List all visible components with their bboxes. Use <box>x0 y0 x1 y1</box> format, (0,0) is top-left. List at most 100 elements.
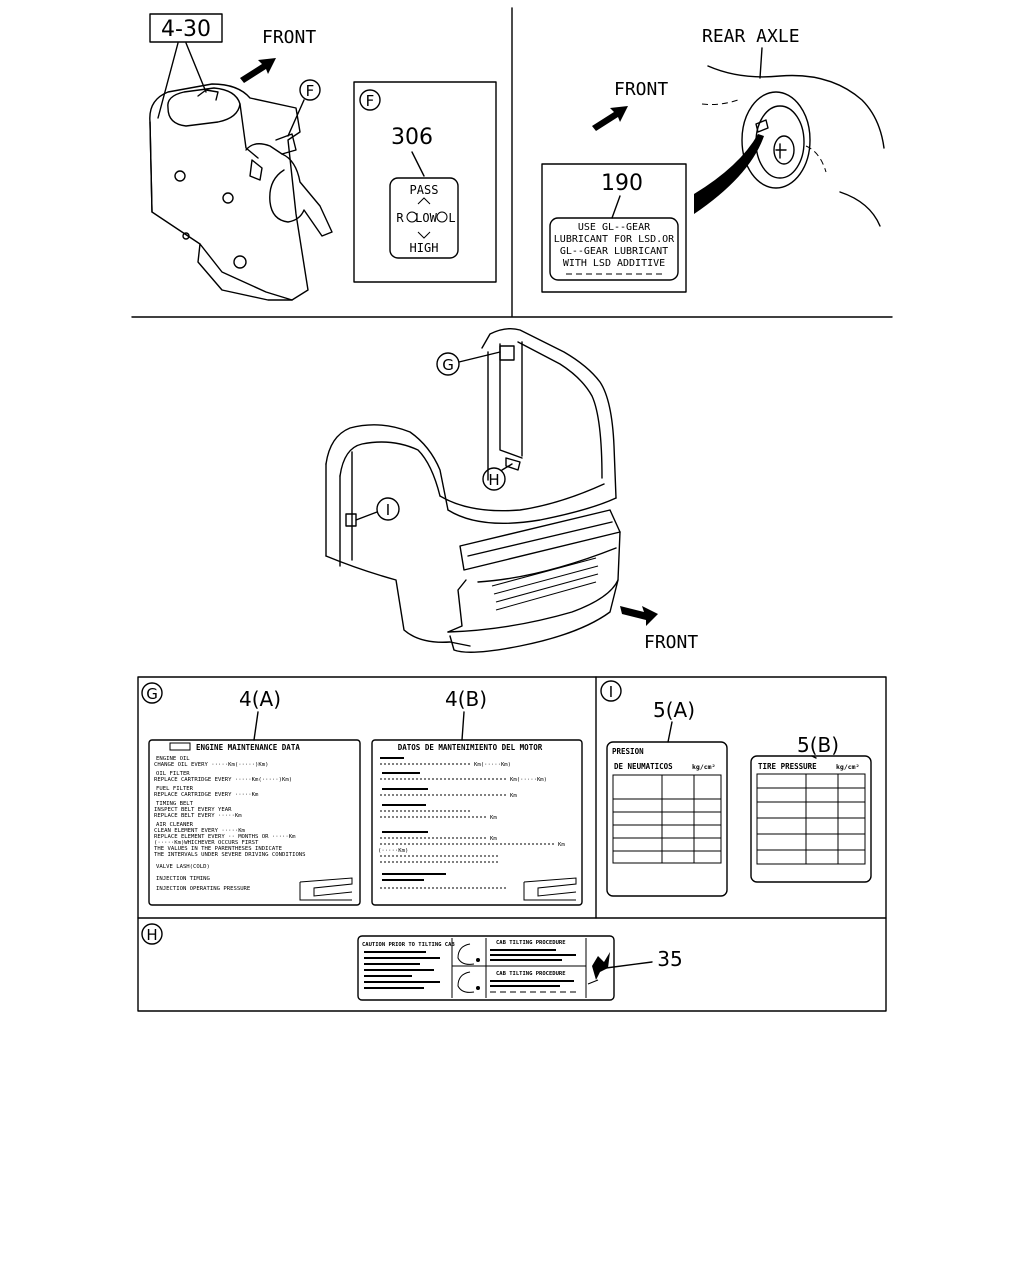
label-4a-line: INSPECT BELT EVERY YEAR <box>154 807 232 813</box>
column-switch-drawing <box>149 83 333 301</box>
panel-i-circle <box>600 680 622 702</box>
label-4a-line: (·····Km)WHICHEVER OCCURS FIRST <box>154 840 259 846</box>
label-f-circle <box>359 89 381 111</box>
label-306-low: LOW <box>415 211 437 225</box>
label-35-plate <box>357 935 615 1001</box>
label-5b-title: TIRE PRESSURE <box>758 762 817 771</box>
chevron-down-icon <box>417 231 431 239</box>
label-5a-unit: kg/cm² <box>692 763 715 771</box>
label-4a-line: REPLACE ELEMENT EVERY ·· MONTHS OR ·····… <box>154 834 296 840</box>
callout-f-circle <box>299 79 321 101</box>
label-4b-km: Km <box>490 836 497 842</box>
leader-i <box>355 511 378 521</box>
label-4a-line: REPLACE CARTRIDGE EVERY ·····Km <box>154 792 259 798</box>
label-4b-km: Km(·····Km) <box>474 762 511 768</box>
panel-i-letter: I <box>609 683 613 701</box>
ref-box-4-30 <box>149 13 223 43</box>
front-label-cab: FRONT <box>644 632 698 653</box>
label-4a-line: CLEAN ELEMENT EVERY ·····Km <box>154 828 246 834</box>
label-4a-line: CHANGE OIL EVERY ·····Km(·····)Km) <box>154 762 269 768</box>
label-4b-km-paren: (·····Km) <box>378 848 408 854</box>
label-5a-title-2: DE NEUMATICOS <box>614 762 673 771</box>
panel-top-right: REAR AXLE FRONT 190 USE GL--GEAR LUBRICA… <box>541 26 885 293</box>
label-5b-grid <box>756 773 866 865</box>
label-4a-line: INJECTION TIMING <box>156 876 211 882</box>
panel-h-circle <box>141 923 163 945</box>
ref-4a-text: 4(A) <box>239 687 281 711</box>
ref-5a-text: 5(A) <box>653 698 695 722</box>
label-190-frame <box>541 163 687 293</box>
ring-right-icon <box>436 211 448 223</box>
label-4a-line: TIMING BELT <box>156 801 194 807</box>
ref-35-text: 35 <box>657 947 682 971</box>
label-190-plate <box>549 217 679 281</box>
label-f-letter: F <box>366 92 375 110</box>
label-190-line-1: USE GL--GEAR <box>578 222 651 233</box>
label-190-line-4: WITH LSD ADDITIVE <box>563 258 665 269</box>
label-4a-line: REPLACE CARTRIDGE EVERY ·····Km(·····)Km… <box>154 777 292 783</box>
label-5a-title-1: PRESION <box>612 747 644 756</box>
rear-axle-drawing <box>694 65 885 227</box>
label-190-line-3: GL--GEAR LUBRICANT <box>560 246 668 257</box>
label-4b-km: Km <box>490 815 497 821</box>
panel-top-left: 4-30 FRONT F F 306 <box>149 13 497 301</box>
label-306-pass: PASS <box>410 183 439 197</box>
label-4b-steps <box>523 877 577 901</box>
callout-h-circle <box>482 467 506 491</box>
label-4a-title: ENGINE MAINTENANCE DATA <box>196 743 300 752</box>
label-5b-unit: kg/cm² <box>836 763 859 771</box>
ref-5b-text: 5(B) <box>797 733 839 757</box>
leader-4a <box>253 711 259 741</box>
leader-g <box>458 351 501 363</box>
rear-axle-label: REAR AXLE <box>702 26 800 47</box>
callout-g-circle <box>436 352 460 376</box>
chevron-up-icon <box>417 197 431 205</box>
label-4a-line: INJECTION OPERATING PRESSURE <box>156 886 251 892</box>
leader-h <box>501 463 513 471</box>
ref-306-text: 306 <box>391 125 433 150</box>
label-306-frame <box>353 81 497 283</box>
label-4a-line: REPLACE BELT EVERY ·····Km <box>154 813 242 819</box>
label-306-l: L <box>448 211 455 225</box>
ring-left-icon <box>406 211 418 223</box>
label-35-tilting: CAB TILTING PROCEDURE <box>496 940 566 946</box>
cab-tilt-pictogram-icon <box>457 943 480 993</box>
leader-4-30-b <box>185 42 207 93</box>
front-label-top-right: FRONT <box>614 79 668 100</box>
leader-190 <box>611 195 621 219</box>
leader-5a <box>667 721 673 743</box>
leader-4-30-a <box>157 42 179 119</box>
label-4a-steps <box>299 877 353 901</box>
label-4a-logo <box>169 742 191 751</box>
panel-i: I 5(A) 5(B) PRESION DE NEUMATICOS kg/cm²… <box>600 680 872 897</box>
leader-4b <box>461 711 465 741</box>
warning-pictogram-icon <box>587 952 610 985</box>
label-4b-title: DATOS DE MANTENIMIENTO DEL MOTOR <box>398 743 543 752</box>
front-label-top-left: FRONT <box>262 27 316 48</box>
label-4a-line: THE INTERVALS UNDER SEVERE DRIVING CONDI… <box>154 852 306 858</box>
callout-h-letter: H <box>488 471 499 489</box>
label-5a-plate <box>606 741 728 897</box>
panel-g-letter: G <box>146 685 158 703</box>
leader-35 <box>605 961 653 969</box>
label-5b-plate <box>750 755 872 883</box>
leader-f <box>287 99 305 137</box>
label-4a-line: VALVE LASH(COLD) <box>156 864 210 870</box>
panel-g: G 4(A) 4(B) ENGINE MAINTENANCE DATA ENGI… <box>141 682 583 906</box>
label-5a-grid <box>612 774 722 864</box>
label-190-line-2: LUBRICANT FOR LSD.OR <box>554 234 675 245</box>
label-306-plate <box>389 177 459 259</box>
label-4a-line: AIR CLEANER <box>156 822 194 828</box>
label-4a-lines: ENGINE OIL CHANGE OIL EVERY ·····Km(····… <box>154 756 306 892</box>
ref-4b-text: 4(B) <box>445 687 487 711</box>
label-4a-line: FUEL FILTER <box>156 786 194 792</box>
label-4b-km: Km(·····Km) <box>510 777 547 783</box>
bottom-panels-frame <box>137 676 887 1012</box>
label-35-text-bars <box>364 949 576 993</box>
front-arrow-icon <box>240 58 276 83</box>
callout-i-circle <box>376 497 400 521</box>
label-4b-km: Km <box>558 842 565 848</box>
label-4b-placeholder-lines: Km(·····Km) Km(·····Km) Km Km Km Km (···… <box>378 757 565 889</box>
front-arrow-icon <box>592 106 628 131</box>
label-4a-line: OIL FILTER <box>156 771 190 777</box>
